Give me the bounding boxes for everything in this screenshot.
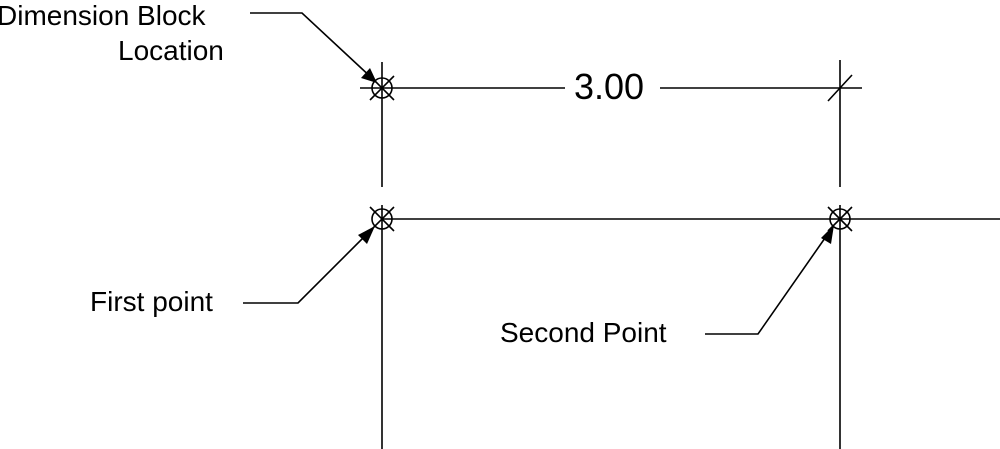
first-point-arrowhead	[358, 226, 375, 244]
second-point-node-marker	[827, 206, 853, 232]
second-point-label: Second Point	[500, 317, 667, 348]
first-point-leader	[243, 228, 373, 304]
dimension-block-leader	[250, 12, 375, 81]
second-point-leader	[705, 227, 833, 335]
dimension-value-text: 3.00	[572, 66, 647, 107]
dimension-block-label-line2: Location	[118, 35, 224, 66]
second-point-arrowhead	[821, 225, 834, 244]
dimension-block-label-line1: Dimension Block	[0, 0, 206, 31]
first-point-label: First point	[90, 286, 213, 317]
dimension-block-arrowhead	[361, 68, 377, 83]
dimension-tick	[827, 74, 853, 102]
